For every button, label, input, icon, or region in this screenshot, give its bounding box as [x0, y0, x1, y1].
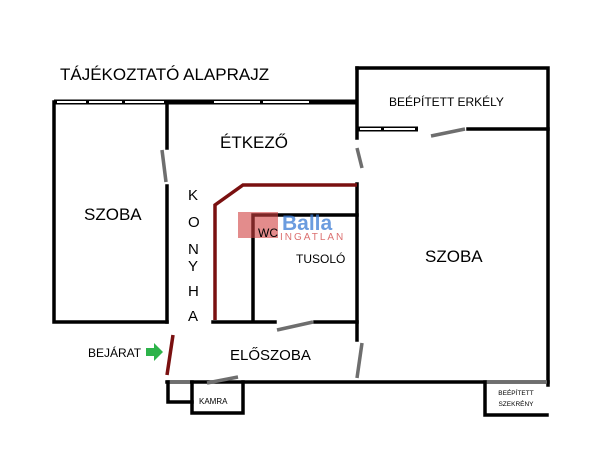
partitions [165, 183, 357, 376]
entrance-label: BEJÁRAT [88, 345, 142, 360]
room-label-eloszoba: ELŐSZOBA [230, 347, 311, 364]
kitchen-letter: A [188, 308, 198, 325]
room-label-right-szoba: SZOBA [425, 247, 483, 266]
entrance-door [165, 334, 175, 376]
room-label-szekreny-1: BEÉPÍTETT [498, 388, 533, 397]
door-balcony [430, 127, 466, 138]
kitchen-letter: H [188, 283, 199, 300]
kitchen-letter: K [188, 187, 198, 204]
watermark-brand: Balla [282, 212, 333, 235]
room-label-tusolo: TUSOLÓ [296, 251, 345, 266]
door-pantry [206, 375, 239, 385]
watermark-logo-icon [238, 212, 278, 238]
room-label-etkezo: ÉTKEZŐ [220, 133, 288, 152]
kitchen-letter: O [188, 214, 200, 231]
door-dining [355, 147, 364, 169]
room-label-kamra: KAMRA [199, 397, 228, 406]
room-label-wc: WC [258, 226, 278, 240]
kitchen-letter: N [188, 241, 199, 258]
plan-title: TÁJÉKOZTATÓ ALAPRAJZ [60, 65, 269, 84]
door-left-room [160, 149, 168, 183]
room-label-konyha: K O N Y H A [188, 187, 200, 325]
room-label-szekreny-2: SZEKRÉNY [498, 399, 534, 408]
watermark-sub: INGATLAN [280, 232, 345, 243]
door-shower [276, 320, 314, 332]
room-label-erkely: BEÉPÍTETT ERKÉLY [389, 94, 504, 109]
walls [52, 66, 550, 417]
kitchen-letter: Y [188, 258, 198, 275]
watermark: Balla INGATLAN [238, 212, 345, 243]
door-right-room [355, 342, 364, 379]
entrance-arrow-icon [146, 343, 163, 361]
room-label-left-szoba: SZOBA [84, 205, 142, 224]
